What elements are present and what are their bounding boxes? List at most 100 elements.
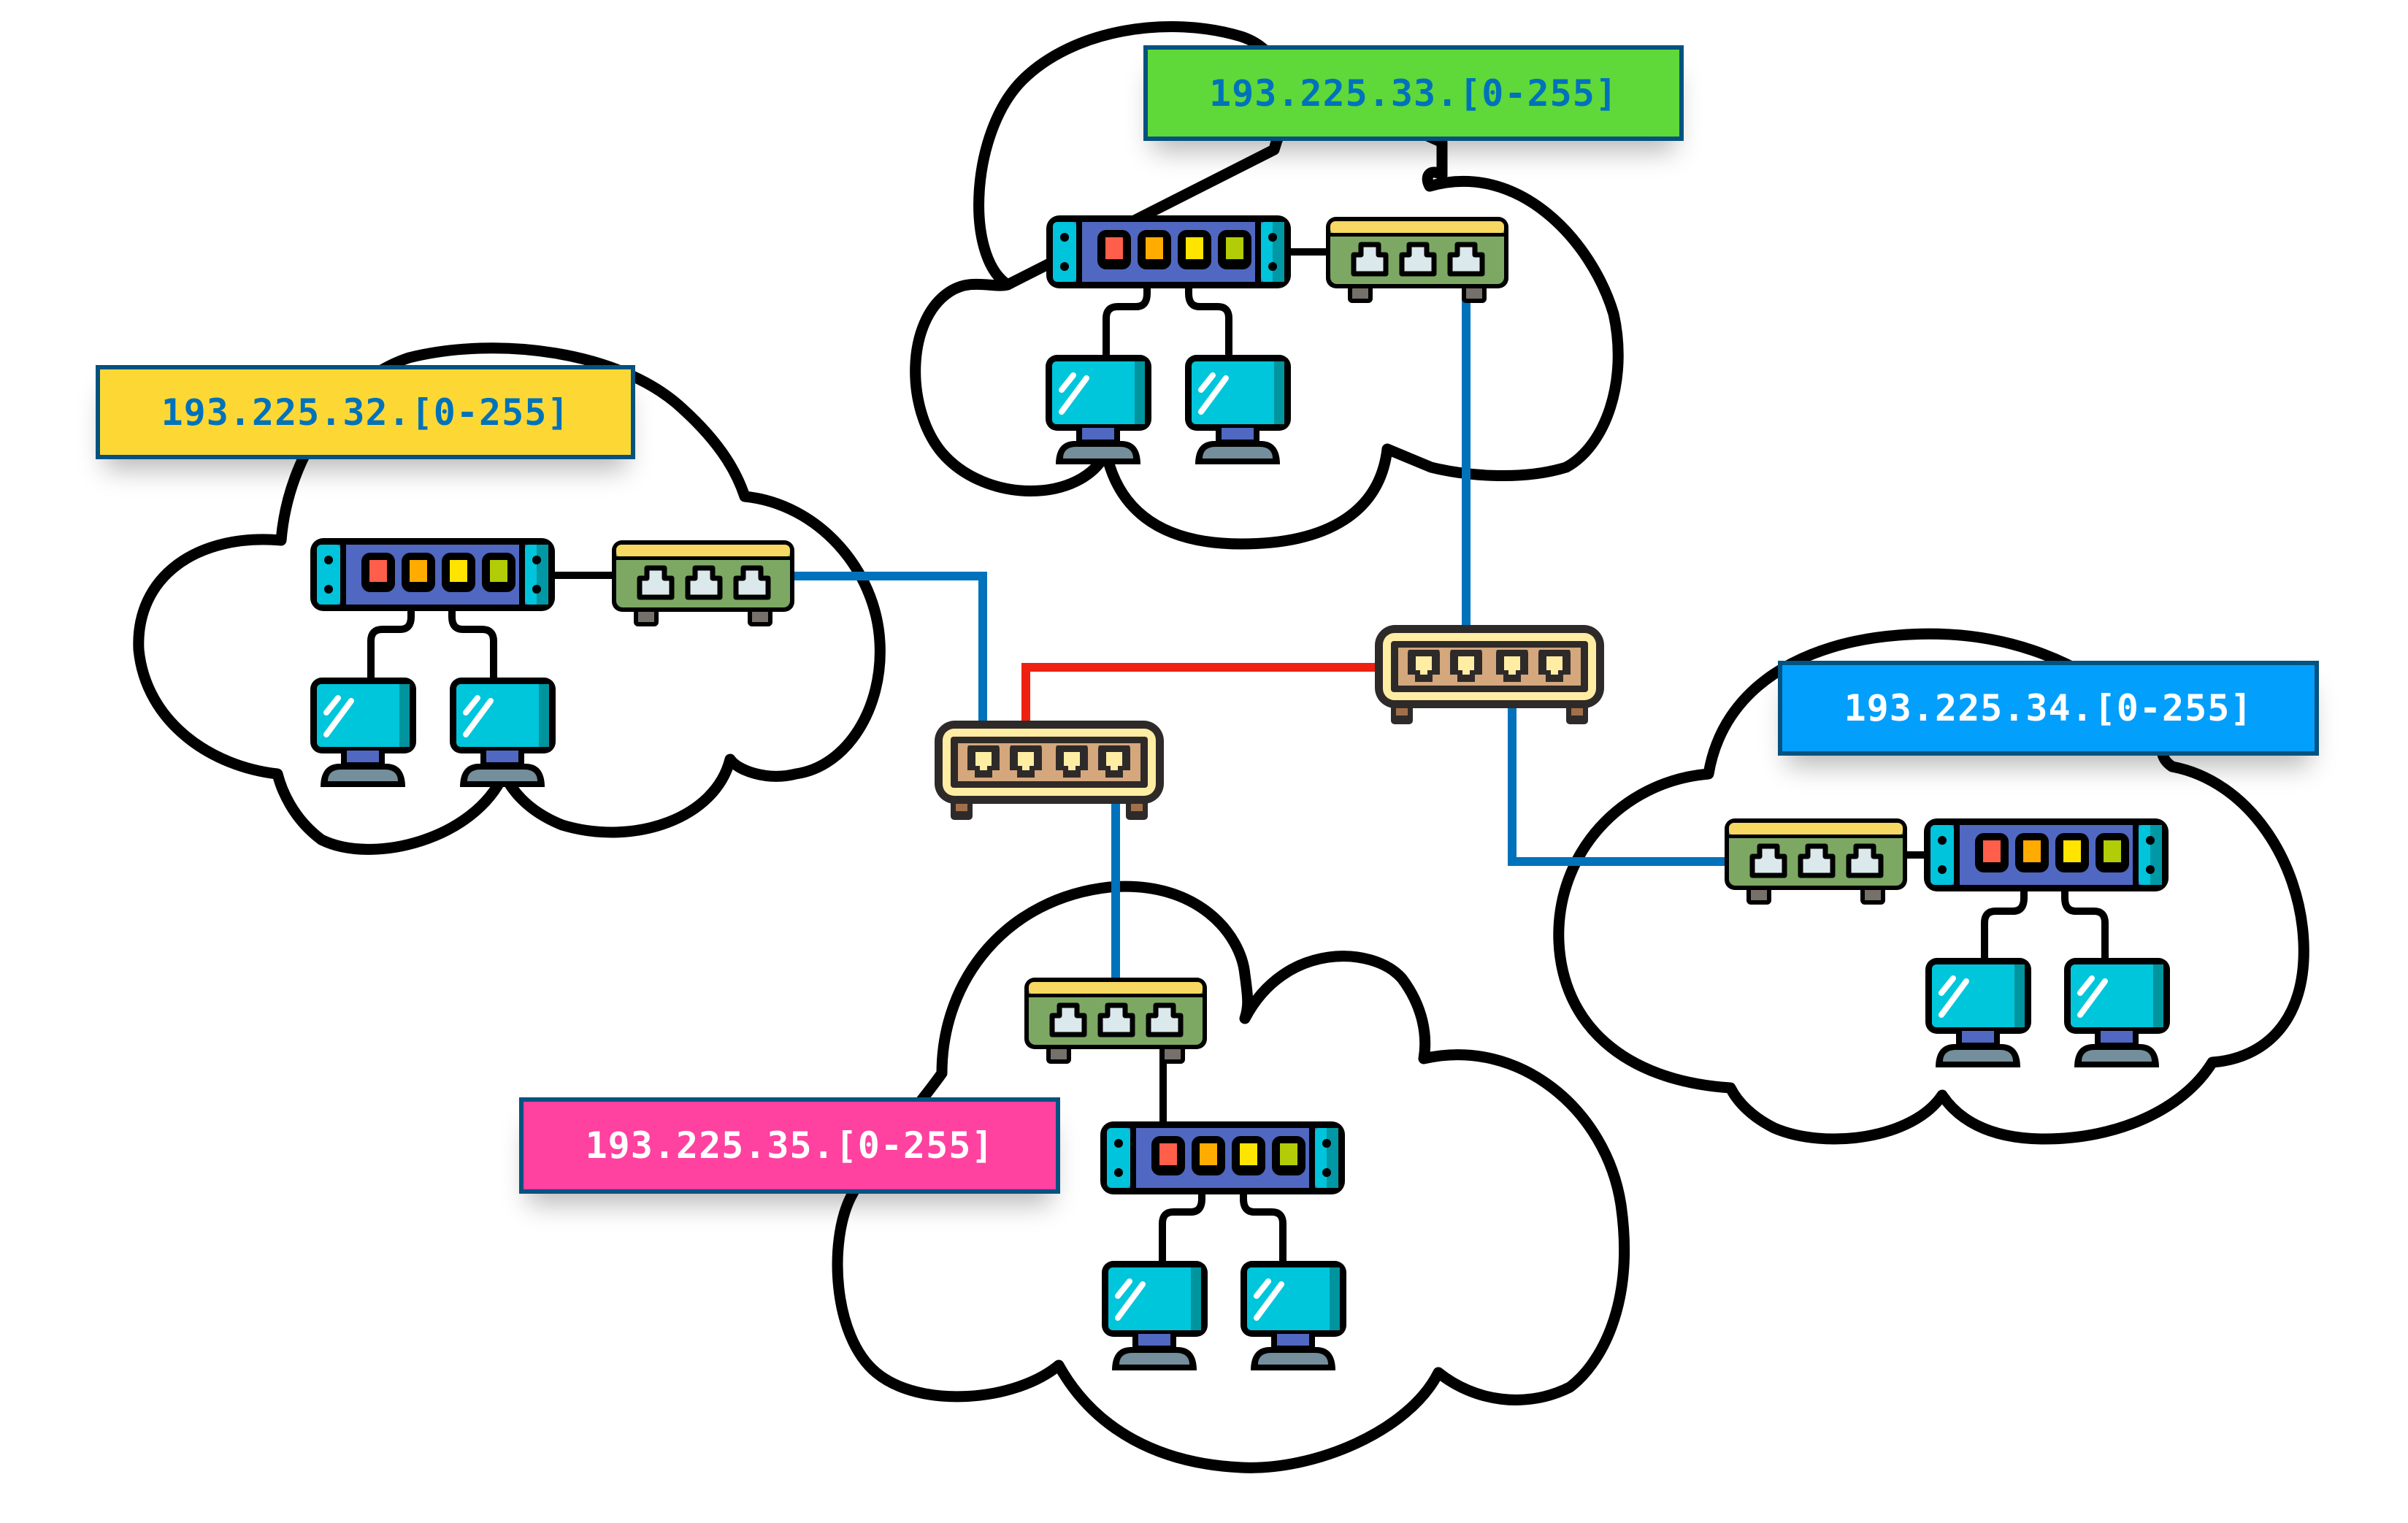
router-subnet-34	[1725, 818, 1907, 905]
switch-port-led	[1159, 1143, 1177, 1165]
rack-screw	[2146, 836, 2155, 845]
rack-screw	[1060, 233, 1069, 242]
monitor-neck-fill	[347, 751, 379, 762]
switch-port-led	[2023, 840, 2041, 862]
rack-ear-shade	[537, 545, 548, 605]
monitor-screen-shade	[1330, 1267, 1340, 1330]
screen-glare	[1939, 975, 1956, 996]
switch-port-led	[1200, 1143, 1217, 1165]
router-port	[1749, 843, 1787, 878]
monitor-neck-fill	[1962, 1031, 1994, 1043]
switch-port-led	[410, 560, 427, 582]
hub-right	[1375, 625, 1604, 724]
monitor-screen-shade	[1274, 361, 1284, 424]
monitor-neck-fill	[1138, 1334, 1170, 1346]
monitor-neck-fill	[1222, 428, 1254, 440]
rack-ear-left	[317, 545, 340, 605]
rack-screw	[1114, 1168, 1123, 1177]
monitor-base-fill	[2082, 1050, 2152, 1062]
switch-port-led	[1983, 840, 2001, 862]
hub-port-contact	[1064, 752, 1080, 770]
monitor-screen-shade	[1191, 1267, 1201, 1330]
router-port	[1351, 242, 1389, 277]
switch-port-led	[1240, 1143, 1257, 1165]
cloud-subnet-32	[133, 342, 886, 855]
monitor-base-fill	[1203, 447, 1273, 459]
router-port	[733, 565, 771, 600]
switch-port-led	[2063, 840, 2081, 862]
monitor-neck-fill	[1277, 1334, 1309, 1346]
hub-port-contact	[1458, 656, 1474, 675]
rack-switch-subnet-32	[310, 538, 555, 611]
screen-glare	[1254, 1278, 1271, 1299]
rack-screw	[1938, 836, 1947, 845]
screen-glare	[1254, 1281, 1284, 1321]
computer-1-subnet-34	[1925, 958, 2031, 1067]
screen-glare	[1115, 1281, 1146, 1321]
monitor-screen	[2071, 964, 2163, 1027]
rack-divider	[1255, 222, 1261, 282]
router-top	[616, 545, 790, 557]
router-subnet-33	[1326, 217, 1508, 303]
rack-ear-shade	[1273, 222, 1284, 282]
monitor-neck-fill	[486, 751, 518, 762]
monitor-screen-shade	[2014, 964, 2025, 1027]
screen-glare	[1198, 372, 1216, 393]
computer-2-subnet-32	[450, 678, 556, 787]
rack-screw	[2146, 865, 2155, 874]
router-port	[685, 565, 723, 600]
monitor-screen-shade	[2153, 964, 2163, 1027]
rack-screw	[532, 585, 541, 594]
router-port	[637, 565, 675, 600]
screen-glare	[1939, 978, 1969, 1018]
rack-ear-left	[1107, 1128, 1130, 1188]
monitor-screen-shade	[539, 684, 549, 747]
monitor-base-fill	[1258, 1353, 1328, 1365]
lan-cable-pc1-33	[1103, 250, 1151, 361]
subnet-label-32: 193.225.32.[0-255]	[96, 365, 635, 459]
monitor-neck-fill	[2101, 1031, 2133, 1043]
rack-screw	[1060, 262, 1069, 271]
monitor-screen	[317, 684, 410, 747]
uplink-cable-subnet-34	[1508, 675, 1756, 866]
screen-glare	[2077, 975, 2095, 996]
screen-glare	[1198, 375, 1229, 415]
router-port	[1846, 843, 1884, 878]
monitor-base-fill	[328, 770, 398, 781]
rack-screw	[1322, 1139, 1331, 1148]
switch-port-led	[1146, 237, 1163, 259]
rack-ear-shade	[1327, 1128, 1338, 1188]
router-port	[1399, 242, 1437, 277]
rack-divider	[1076, 222, 1082, 282]
lan-cable-pc2-35	[1240, 1156, 1287, 1267]
screen-glare	[323, 695, 341, 716]
computer-2-subnet-34	[2064, 958, 2170, 1067]
rack-screw	[324, 585, 333, 594]
monitor-screen	[1932, 964, 2025, 1027]
monitor-screen-shade	[399, 684, 410, 747]
rack-ear-left	[1930, 825, 1954, 885]
clouds-layer	[133, 21, 2309, 1473]
rack-screw	[532, 556, 541, 564]
rack-divider	[1309, 1128, 1315, 1188]
lan-cable-pc1-35	[1159, 1156, 1205, 1267]
router-top	[1729, 823, 1903, 835]
monitor-screen	[1052, 361, 1145, 424]
hub-port-contact	[975, 752, 992, 770]
monitor-screen	[1192, 361, 1284, 424]
screen-glare	[1059, 375, 1089, 415]
lan-cable-pc2-32	[448, 573, 497, 684]
lan-cable-pc2-33	[1185, 250, 1232, 361]
lan-cable-pc2-34	[2061, 854, 2109, 964]
switch-port-led	[369, 560, 387, 582]
router-port	[1146, 1002, 1184, 1037]
rack-ear-shade	[2150, 825, 2162, 885]
rack-screw	[1322, 1168, 1331, 1177]
screen-glare	[463, 698, 494, 737]
router-top-edge	[616, 556, 790, 560]
rack-divider	[1130, 1128, 1136, 1188]
hub-port-contact	[1018, 752, 1034, 770]
lan-cable-pc1-32	[367, 573, 415, 684]
